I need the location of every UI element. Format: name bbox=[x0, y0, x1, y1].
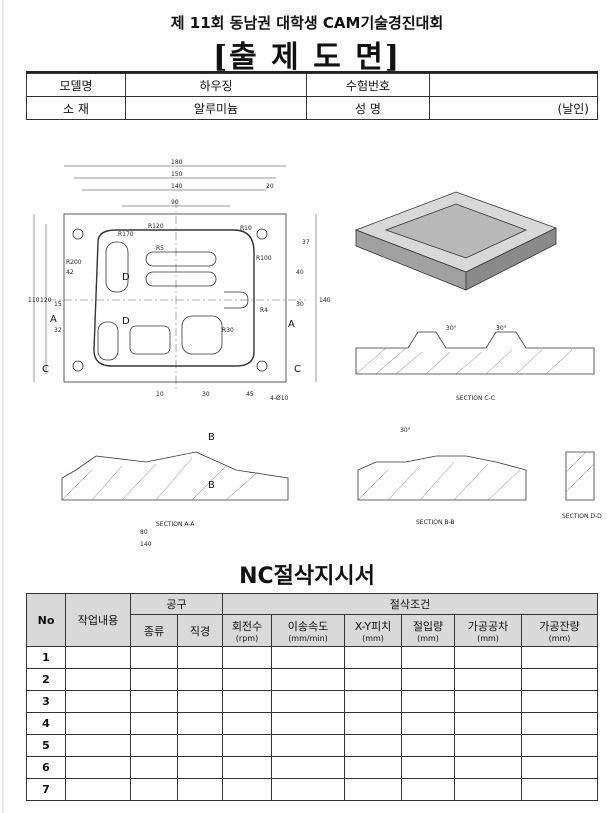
dim-top-1: 150 bbox=[171, 171, 183, 178]
dim-left-0: 110 bbox=[28, 297, 40, 304]
hole-top-right bbox=[256, 228, 268, 240]
angle-1: 30° bbox=[496, 325, 507, 332]
radius-4: R4 bbox=[260, 307, 268, 314]
radius-7: R30 bbox=[222, 327, 234, 334]
pocket-small bbox=[129, 325, 171, 355]
table-row: 3 bbox=[26, 690, 598, 713]
pocket-medium bbox=[181, 315, 223, 355]
hole-bottom-right bbox=[256, 360, 268, 372]
radius-6: R10 bbox=[240, 225, 252, 232]
slot-top-1 bbox=[145, 251, 217, 267]
section-mark-a-right: A bbox=[288, 319, 295, 330]
section-cc-profile bbox=[355, 331, 595, 375]
iso-pocket bbox=[384, 203, 528, 259]
col-cond: 절삭조건 bbox=[222, 593, 598, 615]
model-label: 모델명 bbox=[26, 73, 126, 97]
section-label-bb: SECTION B-B bbox=[416, 519, 455, 526]
hole-top-left bbox=[72, 228, 84, 240]
section-mark-d-top: D bbox=[122, 272, 130, 283]
section-label-aa: SECTION A-A bbox=[156, 521, 195, 528]
drawing-title: [출 제 도 면] bbox=[212, 40, 402, 75]
bottom-dim-4: 140 bbox=[140, 541, 152, 548]
slot-left-bottom bbox=[97, 321, 119, 361]
name-value[interactable]: (날인) bbox=[429, 96, 598, 120]
dim-top-3: 90 bbox=[171, 199, 179, 206]
dim-top-0: 180 bbox=[171, 159, 183, 166]
col-tool-type: 종류 bbox=[130, 614, 178, 647]
angle-0: 30° bbox=[446, 325, 457, 332]
nc-title: NC절삭지시서 bbox=[239, 564, 375, 589]
plate-outline bbox=[63, 213, 287, 383]
slot-top-2 bbox=[145, 271, 217, 287]
col-pitch: X-Y피치(mm) bbox=[344, 614, 402, 647]
nc-table: No 작업내용 공구 절삭조건 종류 직경 회전수(rpm) 이송속도(mm/m… bbox=[26, 593, 598, 801]
contest-title: 제 11회 동남권 대학생 CAM기술경진대회 bbox=[170, 14, 444, 32]
dim-left-4: 42 bbox=[66, 269, 74, 276]
section-label-cc: SECTION C-C bbox=[456, 395, 495, 402]
dim-right-1: 40 bbox=[296, 269, 304, 276]
info-table: 모델명 하우징 수험번호 소 재 알루미늄 성 명 (날인) bbox=[26, 73, 598, 120]
bottom-dim-3: 80 bbox=[140, 529, 148, 536]
section-mark-c-left: C bbox=[42, 364, 49, 375]
exam-no-value[interactable] bbox=[429, 73, 598, 97]
section-dd-profile bbox=[565, 451, 595, 501]
dim-top-4: 20 bbox=[266, 183, 274, 190]
col-rpm: 회전수(rpm) bbox=[222, 614, 272, 647]
radius-2: R120 bbox=[148, 223, 164, 230]
section-label-dd: SECTION D-D bbox=[562, 513, 602, 520]
table-row: 1 bbox=[26, 646, 598, 669]
bottom-dim-2: 45 bbox=[246, 391, 254, 398]
radius-1: R170 bbox=[118, 231, 134, 238]
dim-top-2: 140 bbox=[171, 183, 183, 190]
angle-2: 30° bbox=[400, 427, 411, 434]
section-mark-d-bottom: D bbox=[122, 316, 130, 327]
material-value: 알루미늄 bbox=[125, 96, 307, 120]
pocket-outline bbox=[93, 229, 255, 367]
title-rule bbox=[26, 71, 598, 73]
radius-5: R5 bbox=[156, 245, 164, 252]
col-tol: 가공공차(mm) bbox=[454, 614, 522, 647]
section-aa-profile bbox=[61, 451, 289, 501]
section-mark-b-bottom: B bbox=[208, 480, 215, 491]
hole-label: 4-Ø10 bbox=[270, 395, 289, 402]
bottom-dim-0: 10 bbox=[156, 391, 164, 398]
hole-bottom-left bbox=[72, 360, 84, 372]
bottom-dim-1: 30 bbox=[202, 391, 210, 398]
dim-left-1: 120 bbox=[40, 297, 52, 304]
technical-drawing: 180 150 140 90 20 110 120 15 32 42 37 40… bbox=[28, 159, 602, 548]
radius-3: R100 bbox=[256, 255, 272, 262]
section-mark-b-top: B bbox=[208, 432, 215, 443]
iso-side-face bbox=[465, 227, 557, 291]
col-feed: 이송속도(mm/min) bbox=[271, 614, 345, 647]
dim-left-2: 15 bbox=[54, 301, 62, 308]
dim-right-0: 37 bbox=[302, 239, 310, 246]
table-row: 4 bbox=[26, 712, 598, 735]
section-bb-profile bbox=[357, 455, 527, 501]
exam-no-label: 수험번호 bbox=[306, 73, 430, 97]
table-row: 7 bbox=[26, 778, 598, 801]
slot-left-top bbox=[105, 241, 129, 293]
table-row: 5 bbox=[26, 734, 598, 757]
col-depth: 절입량(mm) bbox=[401, 614, 455, 647]
material-label: 소 재 bbox=[26, 96, 126, 120]
col-no: No bbox=[26, 593, 66, 647]
section-mark-a-left: A bbox=[50, 314, 57, 325]
table-row: 6 bbox=[26, 756, 598, 779]
radius-0: R200 bbox=[66, 259, 82, 266]
page-edge bbox=[2, 0, 4, 813]
col-stock: 가공잔량(mm) bbox=[521, 614, 598, 647]
table-row: 2 bbox=[26, 668, 598, 691]
section-mark-c-right: C bbox=[294, 364, 301, 375]
dim-left-3: 32 bbox=[54, 327, 62, 334]
dim-right-2: 30 bbox=[296, 301, 304, 308]
dim-right-3: 140 bbox=[319, 297, 331, 304]
col-tool-dia: 직경 bbox=[177, 614, 223, 647]
col-tool: 공구 bbox=[130, 593, 223, 615]
model-value: 하우징 bbox=[125, 73, 307, 97]
name-label: 성 명 bbox=[306, 96, 430, 120]
col-work: 작업내용 bbox=[65, 593, 131, 647]
